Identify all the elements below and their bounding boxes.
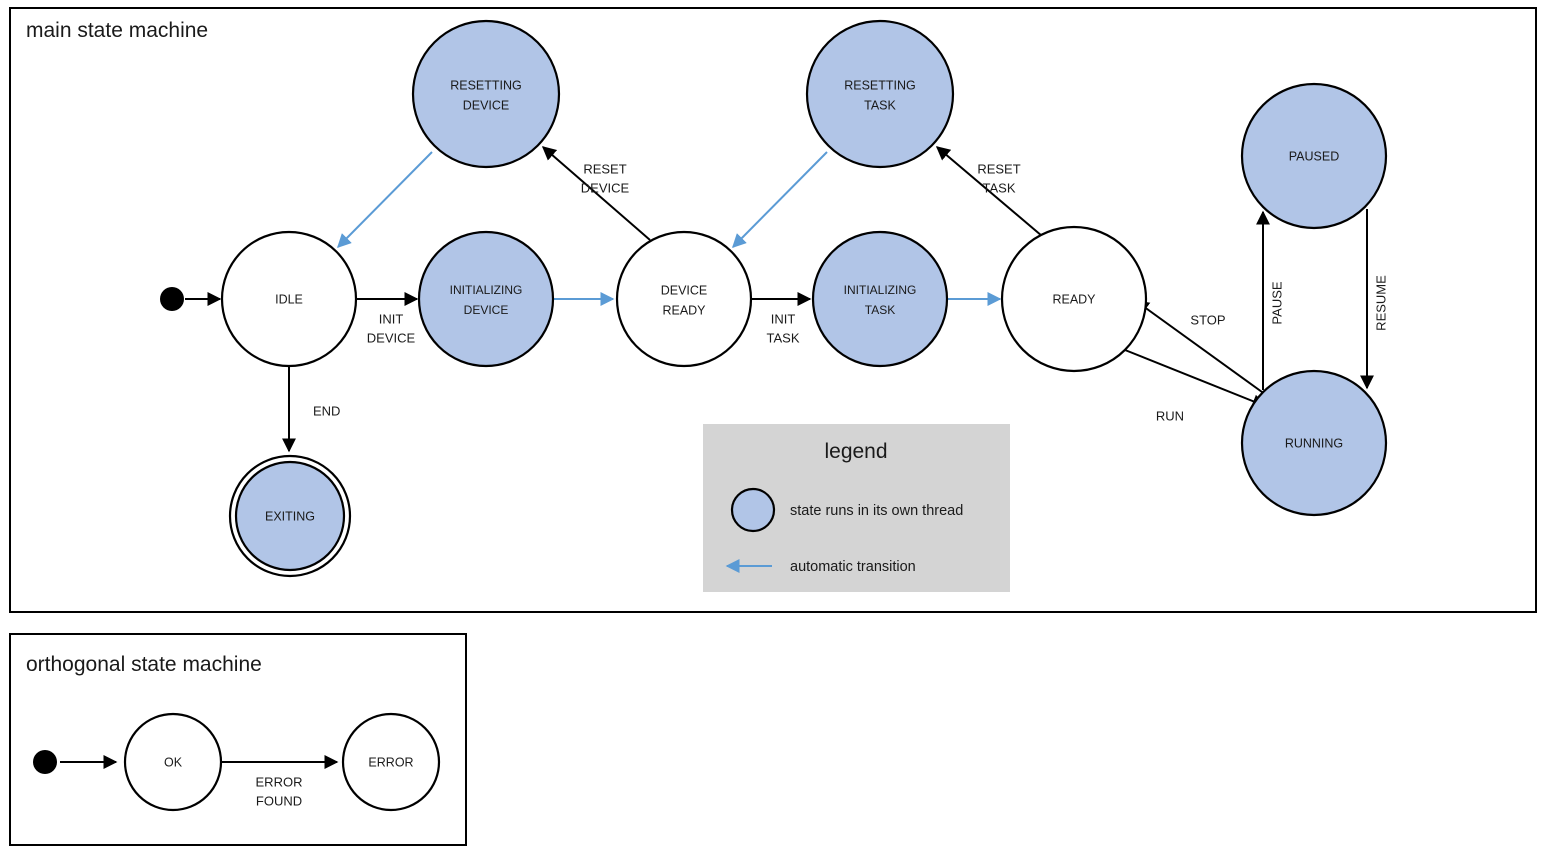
legend: legend state runs in its own thread auto… (703, 424, 1010, 592)
transition-label-resume: RESUME (1373, 275, 1388, 331)
initial-state-dot (160, 287, 184, 311)
orthogonal-state-machine-frame (9, 633, 467, 846)
state-paused-label: PAUSED (1289, 149, 1339, 163)
state-exiting-label: EXITING (265, 509, 315, 523)
state-paused[interactable]: PAUSED (1240, 82, 1388, 230)
legend-threaded-swatch-icon (730, 487, 776, 533)
state-running-label: RUNNING (1285, 436, 1343, 450)
state-resetting-device-label-line1: RESETTING (450, 78, 522, 92)
state-error-shape (341, 712, 441, 812)
transition-ready-to-running (1124, 349, 1267, 408)
orthogonal-state-machine-title: orthogonal state machine (26, 653, 262, 676)
state-initializing-device[interactable]: INITIALIZING DEVICE (417, 230, 555, 368)
transition-label-error-found-line1: ERROR (256, 774, 303, 789)
transition-label-reset-device-line2: DEVICE (581, 180, 630, 195)
main-state-machine-title: main state machine (26, 19, 208, 42)
state-initializing-task[interactable]: INITIALIZING TASK (811, 230, 949, 368)
state-running-shape (1240, 369, 1388, 517)
state-device-ready-label-line1: DEVICE (661, 283, 708, 297)
state-device-ready-label-line2: READY (662, 303, 706, 317)
state-exiting[interactable]: EXITING (228, 454, 352, 578)
state-ok-label: OK (164, 755, 183, 769)
transition-ready-to-resetting-task (935, 146, 1043, 237)
state-error[interactable]: ERROR (341, 712, 441, 812)
transition-label-reset-device-line1: RESET (583, 161, 626, 176)
state-resetting-task-label-line1: RESETTING (844, 78, 916, 92)
state-ready-shape (1000, 225, 1148, 373)
state-initializing-task-label-line1: INITIALIZING (844, 283, 917, 297)
state-idle[interactable]: IDLE (220, 230, 358, 368)
state-resetting-task[interactable]: RESETTING TASK (805, 19, 955, 169)
transition-label-error-found-line2: FOUND (256, 793, 302, 808)
state-error-label: ERROR (368, 755, 413, 769)
main-state-machine-frame (9, 7, 1537, 613)
transition-label-reset-task-line2: TASK (983, 180, 1016, 195)
transition-label-reset-task-line1: RESET (977, 161, 1020, 176)
state-ready-label: READY (1052, 292, 1096, 306)
state-initializing-device-label-line1: INITIALIZING (450, 283, 523, 297)
transition-running-to-ready (1134, 300, 1263, 393)
transition-label-init-task-line1: INIT (771, 311, 796, 326)
state-ready[interactable]: READY (1000, 225, 1148, 373)
state-device-ready[interactable]: DEVICE READY (615, 230, 753, 368)
state-initializing-task-label-line2: TASK (865, 303, 895, 317)
transition-resetting-task-to-device-ready (732, 151, 828, 248)
transition-label-pause: PAUSE (1269, 281, 1284, 324)
state-ok-shape (123, 712, 223, 812)
state-resetting-task-label-line2: TASK (864, 98, 896, 112)
state-initializing-device-shape (417, 230, 555, 368)
transition-label-run: RUN (1156, 408, 1184, 423)
state-initializing-device-label-line2: DEVICE (464, 303, 509, 317)
state-initializing-task-shape (811, 230, 949, 368)
transition-label-init-device-line2: DEVICE (367, 330, 416, 345)
legend-auto-label: automatic transition (790, 559, 916, 575)
transition-device-ready-to-resetting-device (541, 146, 651, 241)
state-device-ready-shape (615, 230, 753, 368)
orthogonal-initial-state-dot (33, 750, 57, 774)
legend-threaded-label: state runs in its own thread (790, 503, 963, 519)
state-idle-shape (220, 230, 358, 368)
state-idle-label: IDLE (275, 292, 303, 306)
state-resetting-task-shape (805, 19, 955, 169)
transition-resetting-device-to-idle (337, 151, 433, 248)
state-paused-shape (1240, 82, 1388, 230)
state-exiting-shape (234, 460, 346, 572)
state-resetting-device-label-line2: DEVICE (463, 98, 510, 112)
state-resetting-device-shape (411, 19, 561, 169)
state-resetting-device[interactable]: RESETTING DEVICE (411, 19, 561, 169)
legend-title: legend (824, 440, 887, 463)
state-ok[interactable]: OK (123, 712, 223, 812)
transition-label-init-device-line1: INIT (379, 311, 404, 326)
transition-label-end: END (313, 403, 340, 418)
transition-label-init-task-line2: TASK (767, 330, 800, 345)
transition-label-stop: STOP (1190, 312, 1225, 327)
state-running[interactable]: RUNNING (1240, 369, 1388, 517)
